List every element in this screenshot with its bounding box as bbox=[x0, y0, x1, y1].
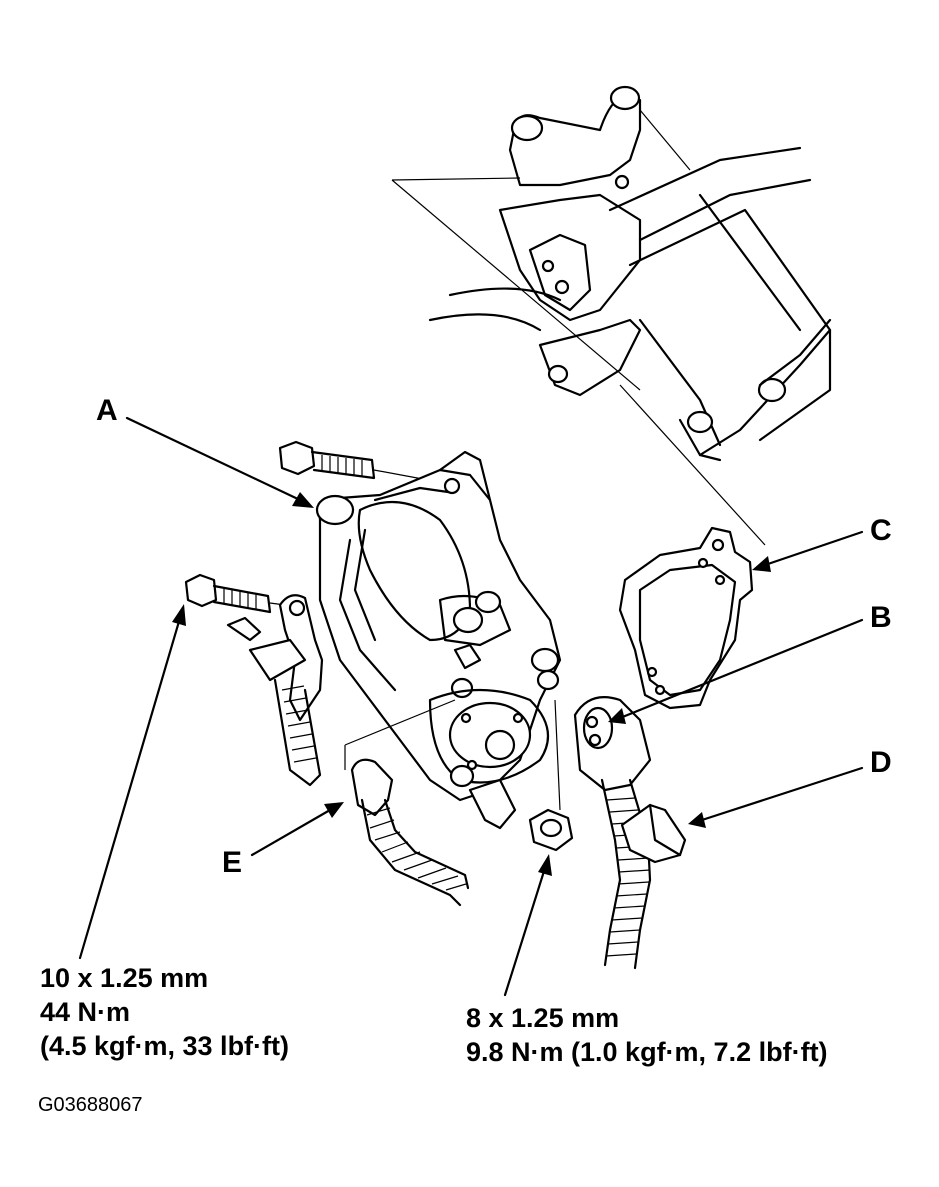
starter-motor bbox=[315, 450, 562, 830]
bolt-spec-left-torque: 44 N·m bbox=[40, 997, 131, 1027]
starter-connector bbox=[350, 758, 470, 907]
callout-c: C bbox=[870, 514, 892, 547]
upper-mounting-bolt bbox=[278, 440, 456, 486]
callout-b: B bbox=[870, 601, 892, 634]
callout-d: D bbox=[870, 746, 892, 779]
shield-plate bbox=[618, 526, 754, 710]
callout-leaders bbox=[78, 416, 864, 997]
callout-e: E bbox=[222, 846, 243, 879]
ground-bracket bbox=[226, 594, 324, 787]
nut-spec-right-size: 8 x 1.25 mm bbox=[466, 1003, 620, 1033]
cable-clamp bbox=[620, 803, 687, 864]
transmission-housing bbox=[391, 85, 832, 546]
nut-spec-right-torque: 9.8 N·m (1.0 kgf·m, 7.2 lbf·ft) bbox=[466, 1037, 828, 1067]
bolt-spec-left-size: 10 x 1.25 mm bbox=[40, 963, 209, 993]
battery-cable bbox=[573, 696, 652, 970]
bolt-spec-left-torque-alt: (4.5 kgf·m, 33 lbf·ft) bbox=[40, 1031, 290, 1061]
terminal-nut bbox=[528, 699, 574, 852]
callout-a: A bbox=[96, 394, 118, 427]
figure-id: G03688067 bbox=[38, 1094, 143, 1116]
